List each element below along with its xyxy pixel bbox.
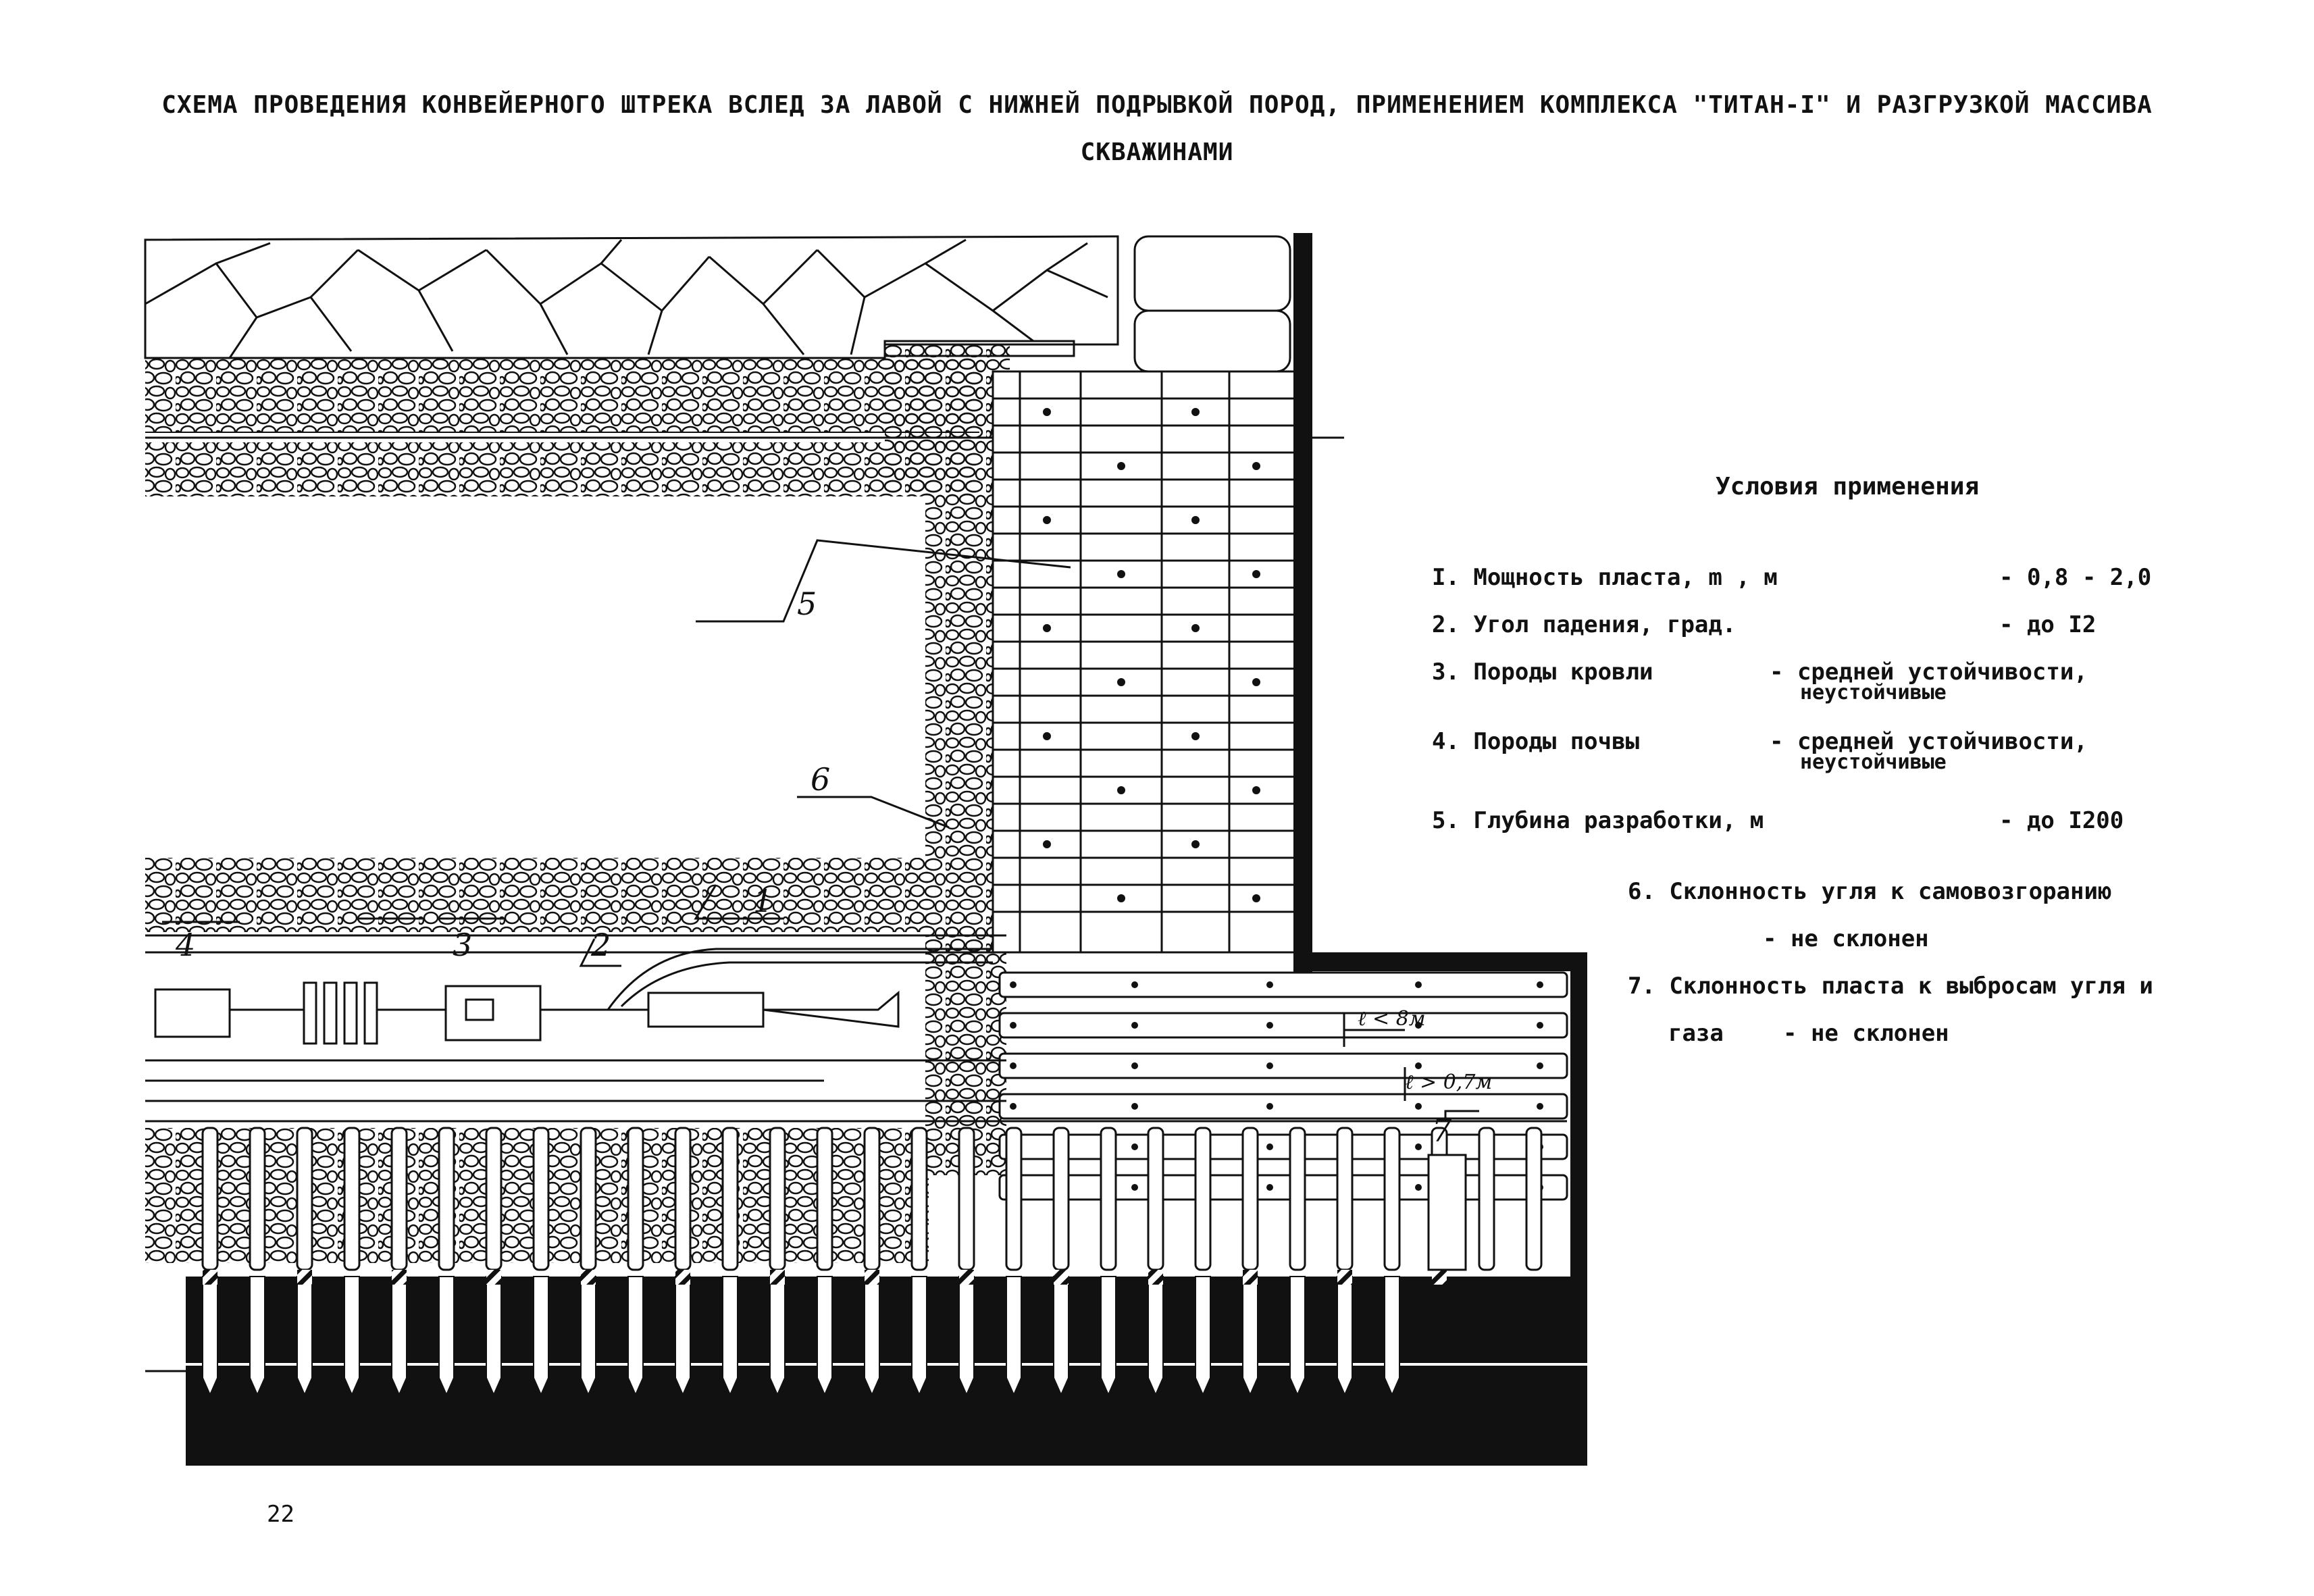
condition-4-label: 4. Породы почвы [1432, 728, 1640, 755]
lower-crib-slats [998, 971, 1568, 1201]
pebble-layer-floor [145, 858, 929, 1263]
condition-2-value: - до I2 [1999, 611, 2097, 638]
hatched-stemming [203, 1270, 1447, 1285]
page-number: 22 [267, 1501, 294, 1528]
condition-1-value: - 0,8 - 2,0 [1999, 564, 2152, 591]
diagram-title-line1: СХЕМА ПРОВЕДЕНИЯ КОНВЕЙЕРНОГО ШТРЕКА ВСЛ… [161, 91, 2153, 119]
callout-1: 1 [753, 883, 773, 919]
callout-6: 6 [811, 761, 830, 798]
conditions-heading: Условия применения [1716, 473, 1980, 500]
coal-seam-boundary [1293, 233, 1587, 1304]
condition-5-label: 5. Глубина разработки, м [1432, 807, 1764, 834]
callout-labels: 1 2 3 4 5 6 7 [175, 586, 1452, 1149]
condition-4-value: - средней устойчивости, [1770, 728, 2088, 755]
conveyor-drift [145, 934, 1006, 1082]
condition-7-label: 7. Склонность пласта к выбросам угля и [1628, 973, 2153, 1000]
condition-7-value: - не склонен [1783, 1020, 1949, 1047]
callout-7: 7 [1432, 1112, 1452, 1149]
condition-1-label: I. Мощность пласта, m , м [1432, 564, 1778, 591]
condition-7-label2: газа [1668, 1020, 1724, 1047]
floor-support-posts [201, 1127, 1543, 1271]
condition-3-label: 3. Породы кровли [1432, 659, 1653, 686]
diagram-title-line2: СКВАЖИНАМИ [1080, 138, 1234, 166]
callout-4: 4 [175, 927, 195, 963]
pebble-layer-roof [145, 358, 1344, 496]
callout-2: 2 [590, 927, 611, 963]
dimension-lines [1343, 1013, 1445, 1101]
condition-6-value: - не склонен [1763, 925, 1929, 952]
crib-support-column [992, 235, 1298, 954]
condition-5-value: - до I200 [1999, 807, 2124, 834]
pebble-filling-column [885, 344, 1010, 1175]
crib-support-bolts [1043, 408, 1260, 902]
crib-support-slats [993, 371, 1297, 952]
callout-leaders [162, 539, 1479, 1121]
mining-scheme-drawing: 1 2 3 4 5 6 7 ℓ < 8м ℓ > 0,7м [144, 233, 1587, 1466]
blast-holes [202, 1276, 1400, 1397]
upper-rock-zone [144, 235, 1119, 359]
dim-label-1: ℓ < 8м [1358, 1007, 1426, 1031]
condition-3-value: - средней устойчивости, [1770, 659, 2088, 686]
callout-3: 3 [453, 927, 472, 963]
condition-2-label: 2. Угол падения, град. [1432, 611, 1737, 638]
condition-4-sub: неустойчивые [1800, 750, 1947, 774]
condition-6-label: 6. Склонность угля к самовозгоранию [1628, 878, 2112, 905]
condition-3-sub: неустойчивые [1800, 681, 1947, 704]
callout-5: 5 [797, 586, 817, 622]
dim-label-2: ℓ > 0,7м [1405, 1071, 1492, 1094]
